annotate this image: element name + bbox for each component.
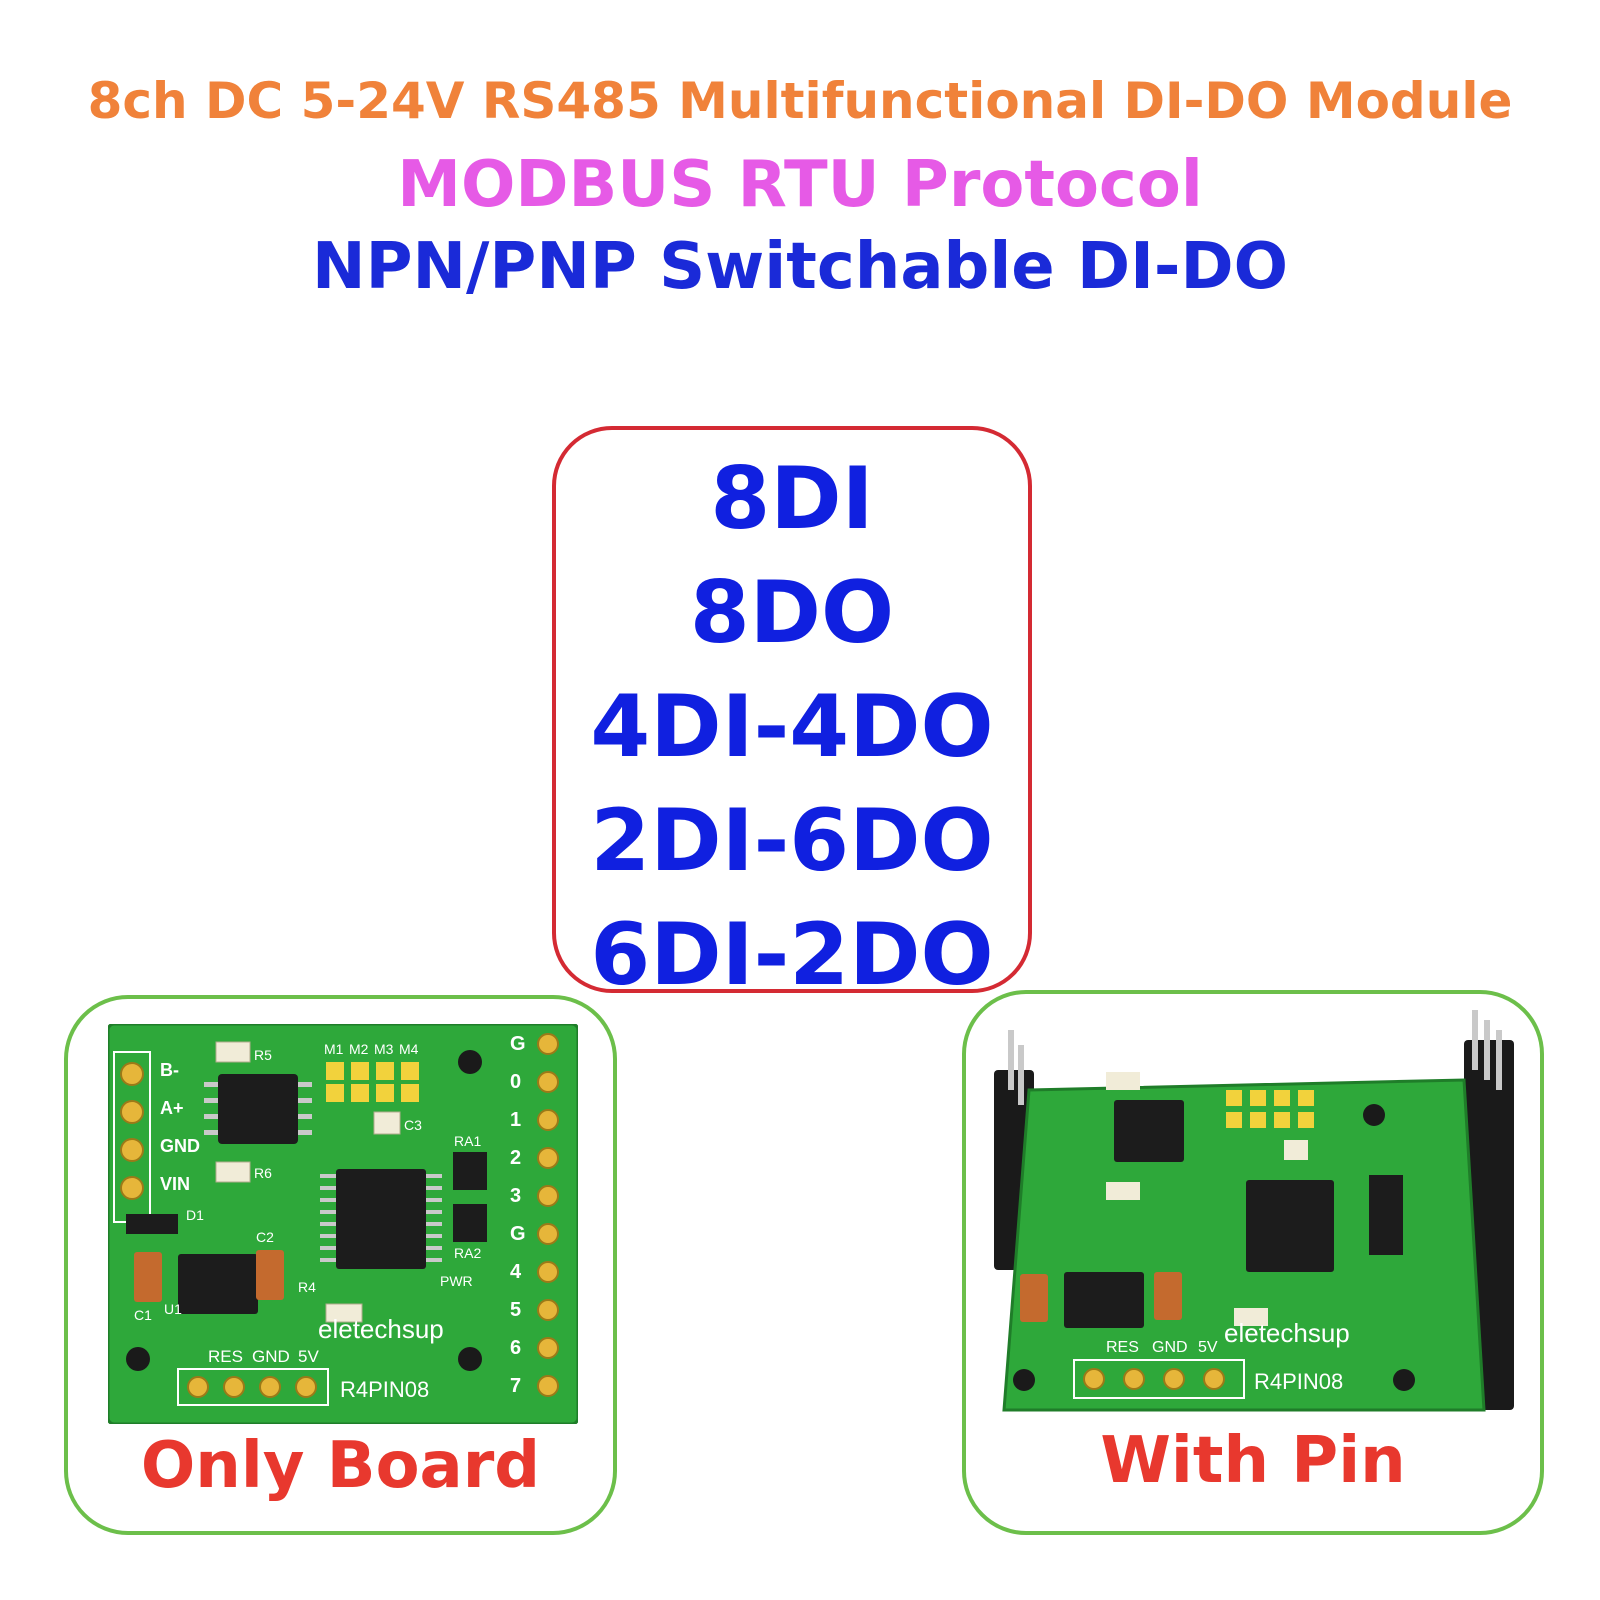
pin-label: 2 bbox=[510, 1147, 521, 1169]
board-photo: B- A+ GND VIN M1 M2 M3 bbox=[108, 1024, 578, 1424]
pin-label: 7 bbox=[510, 1375, 521, 1397]
title-line-2: MODBUS RTU Protocol bbox=[397, 148, 1203, 222]
part-label: C2 bbox=[256, 1229, 274, 1245]
pin-label: 5 bbox=[510, 1299, 521, 1321]
part-label: R6 bbox=[254, 1165, 272, 1181]
mode-item: 4DI-4DO bbox=[590, 677, 994, 777]
card-only-board: B- A+ GND VIN M1 M2 M3 bbox=[64, 995, 617, 1535]
brand-label: eletechsup bbox=[318, 1314, 444, 1344]
pin-label: RES bbox=[1106, 1339, 1139, 1356]
mode-item: 2DI-6DO bbox=[590, 791, 994, 891]
pin-label: VIN bbox=[160, 1174, 190, 1194]
card-caption: Only Board bbox=[140, 1429, 541, 1503]
title-line-3: NPN/PNP Switchable DI-DO bbox=[312, 230, 1288, 304]
pin-label: GND bbox=[252, 1347, 290, 1366]
mode-pad-label: M2 bbox=[349, 1041, 369, 1057]
card-caption: With Pin bbox=[1100, 1424, 1406, 1498]
title-line-1: 8ch DC 5-24V RS485 Multifunctional DI-DO… bbox=[87, 72, 1513, 130]
model-label: R4PIN08 bbox=[1254, 1369, 1343, 1394]
board-with-pins-photo: eletechsup R4PIN08 RES GND 5V bbox=[994, 1010, 1514, 1412]
part-label: R4 bbox=[298, 1279, 316, 1295]
part-label: U1 bbox=[164, 1301, 182, 1317]
pin-label: G bbox=[510, 1223, 526, 1245]
mode-item: 8DO bbox=[689, 563, 895, 663]
pin-label: B- bbox=[160, 1060, 179, 1080]
pin-label: A+ bbox=[160, 1098, 184, 1118]
pin-label: 6 bbox=[510, 1337, 521, 1359]
brand-label: eletechsup bbox=[1224, 1318, 1350, 1348]
pin-label: GND bbox=[160, 1136, 200, 1156]
pin-label: 5V bbox=[1198, 1339, 1218, 1356]
part-label: PWR bbox=[440, 1273, 473, 1289]
part-label: C1 bbox=[134, 1307, 152, 1323]
mode-pad-label: M4 bbox=[399, 1041, 419, 1057]
pin-label: G bbox=[510, 1033, 526, 1055]
pin-label: GND bbox=[1152, 1339, 1188, 1356]
pin-label: RES bbox=[208, 1347, 243, 1366]
mode-pad-label: M1 bbox=[324, 1041, 344, 1057]
card-with-pin: eletechsup R4PIN08 RES GND 5V With Pin bbox=[962, 990, 1544, 1535]
part-label: D1 bbox=[186, 1207, 204, 1223]
part-label: R5 bbox=[254, 1047, 272, 1063]
pin-label: 4 bbox=[510, 1261, 522, 1283]
mode-item: 8DI bbox=[710, 449, 874, 549]
part-label: C3 bbox=[404, 1117, 422, 1133]
part-label: RA2 bbox=[454, 1245, 481, 1261]
pin-label: 1 bbox=[510, 1109, 521, 1131]
model-label: R4PIN08 bbox=[340, 1377, 429, 1402]
mode-item: 6DI-2DO bbox=[590, 905, 994, 1005]
pin-label: 3 bbox=[510, 1185, 521, 1207]
pin-label: 5V bbox=[298, 1347, 319, 1366]
mode-pad-label: M3 bbox=[374, 1041, 394, 1057]
part-label: RA1 bbox=[454, 1133, 481, 1149]
mode-list: 8DI 8DO 4DI-4DO 2DI-6DO 6DI-2DO bbox=[552, 426, 1032, 998]
pin-label: 0 bbox=[510, 1071, 521, 1093]
